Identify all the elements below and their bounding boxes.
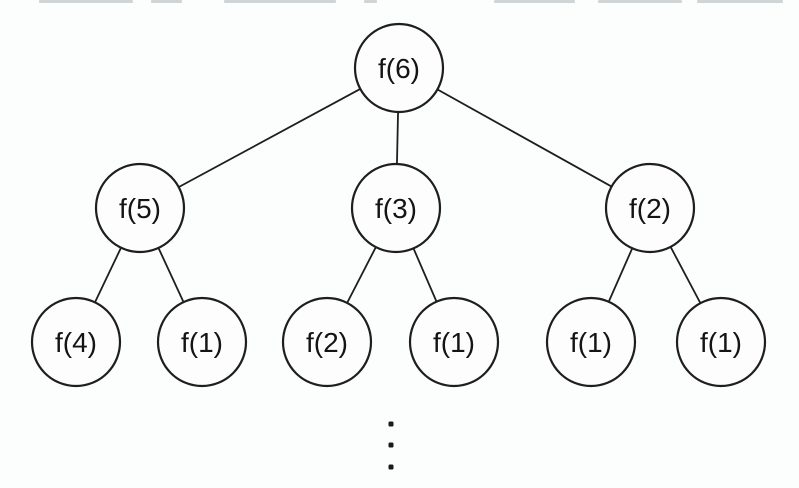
scan-artifact-3 xyxy=(224,0,336,3)
node-circle-leaf-1 xyxy=(30,296,122,388)
node-label-leaf-3: f(2) xyxy=(306,327,348,358)
scan-artifact-2 xyxy=(151,0,182,3)
node-label-root: f(6) xyxy=(378,53,420,84)
node-label-leaf-6: f(1) xyxy=(700,327,742,358)
tree-nodes: f(6) f(5) f(3) f(2) f(4) f(1) f(2) f(1) f(1) f(1) xyxy=(30,22,767,388)
node-circle-mid-center xyxy=(350,162,442,254)
ellipsis-dot-2 xyxy=(388,442,394,448)
tree-edge-root-mid-right xyxy=(398,67,651,209)
ellipsis-dot-1 xyxy=(388,421,394,427)
scan-artifact-5 xyxy=(494,0,575,3)
node-label-mid-right: f(2) xyxy=(629,193,671,224)
scan-artifact-6 xyxy=(598,0,682,3)
node-label-leaf-4: f(1) xyxy=(433,327,475,358)
tree-node-leaf-3: f(2) xyxy=(281,296,373,388)
node-circle-root xyxy=(353,22,445,114)
node-circle-leaf-6 xyxy=(675,296,767,388)
scan-artifact-4 xyxy=(364,0,377,3)
tree-node-leaf-5: f(1) xyxy=(545,296,637,388)
continuation-ellipsis xyxy=(388,421,394,470)
tree-node-leaf-2: f(1) xyxy=(156,296,248,388)
node-label-leaf-5: f(1) xyxy=(570,327,612,358)
scan-artifact-7 xyxy=(697,0,783,3)
node-label-mid-left: f(5) xyxy=(119,193,161,224)
tree-node-mid-right: f(2) xyxy=(604,162,696,254)
tree-node-leaf-6: f(1) xyxy=(675,296,767,388)
scan-artifact-1 xyxy=(39,0,133,3)
node-circle-leaf-4 xyxy=(408,296,500,388)
tree-node-leaf-1: f(4) xyxy=(30,296,122,388)
tree-node-leaf-4: f(1) xyxy=(408,296,500,388)
node-circle-leaf-3 xyxy=(281,296,373,388)
node-label-leaf-1: f(4) xyxy=(55,327,97,358)
tree-node-mid-left: f(5) xyxy=(94,162,186,254)
node-label-mid-center: f(3) xyxy=(375,193,417,224)
node-circle-leaf-2 xyxy=(156,296,248,388)
tree-edge-root-mid-left xyxy=(139,67,400,209)
node-circle-leaf-5 xyxy=(545,296,637,388)
node-circle-mid-right xyxy=(604,162,696,254)
tree-node-mid-center: f(3) xyxy=(350,162,442,254)
ellipsis-dot-3 xyxy=(388,464,394,470)
node-label-leaf-2: f(1) xyxy=(181,327,223,358)
node-circle-mid-left xyxy=(94,162,186,254)
tree-node-root: f(6) xyxy=(353,22,445,114)
